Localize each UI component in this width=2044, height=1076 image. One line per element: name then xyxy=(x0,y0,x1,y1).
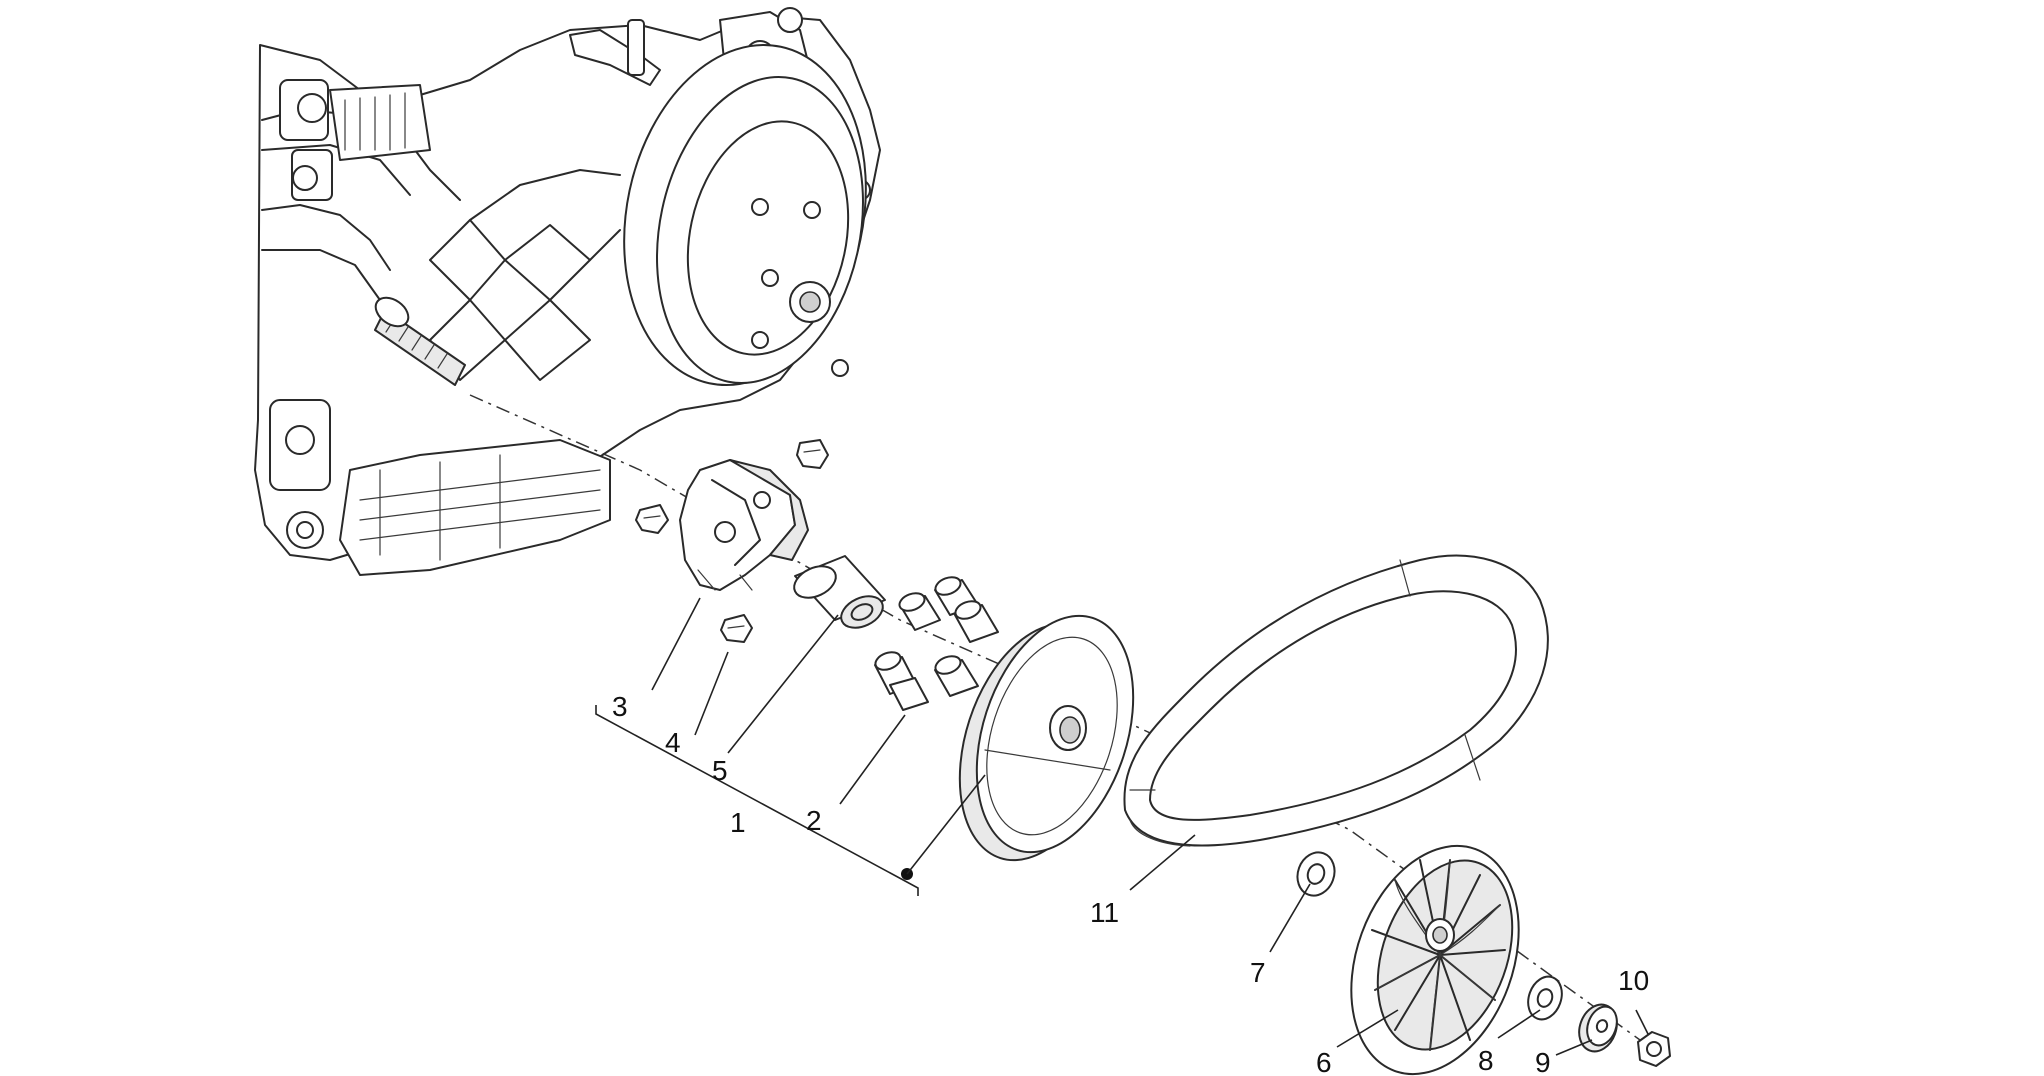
callout-3: 3 xyxy=(612,691,628,722)
callout-10: 10 xyxy=(1618,965,1649,996)
part-3-ramp-plate xyxy=(679,459,809,591)
part-5-bushing xyxy=(793,555,886,629)
callout-5: 5 xyxy=(712,755,728,786)
part-4-slider-clips xyxy=(635,439,829,643)
callout-4: 4 xyxy=(665,727,681,758)
variator-pulley xyxy=(958,614,1135,862)
assembly-group-bracket xyxy=(595,705,919,896)
part-7-washer xyxy=(1296,851,1336,897)
part-10-nut xyxy=(1637,1031,1671,1067)
callout-labels: 3 4 5 1 2 11 7 6 8 9 10 xyxy=(612,691,1649,1076)
part-2-rollers xyxy=(874,576,999,711)
callout-6: 6 xyxy=(1316,1047,1332,1076)
engine-crankcase xyxy=(254,7,881,576)
leader-lines xyxy=(651,597,1649,1056)
part-8-washer xyxy=(1527,975,1563,1021)
callout-8: 8 xyxy=(1478,1045,1494,1076)
callout-1: 1 xyxy=(730,807,746,838)
callout-7: 7 xyxy=(1250,957,1266,988)
part-6-fan-impeller xyxy=(1350,844,1520,1076)
callout-11: 11 xyxy=(1090,897,1119,928)
part-11-drive-belt xyxy=(1123,554,1549,847)
callout-2: 2 xyxy=(806,805,822,836)
callout-9: 9 xyxy=(1535,1047,1551,1076)
part-9-washer xyxy=(1578,1003,1618,1053)
